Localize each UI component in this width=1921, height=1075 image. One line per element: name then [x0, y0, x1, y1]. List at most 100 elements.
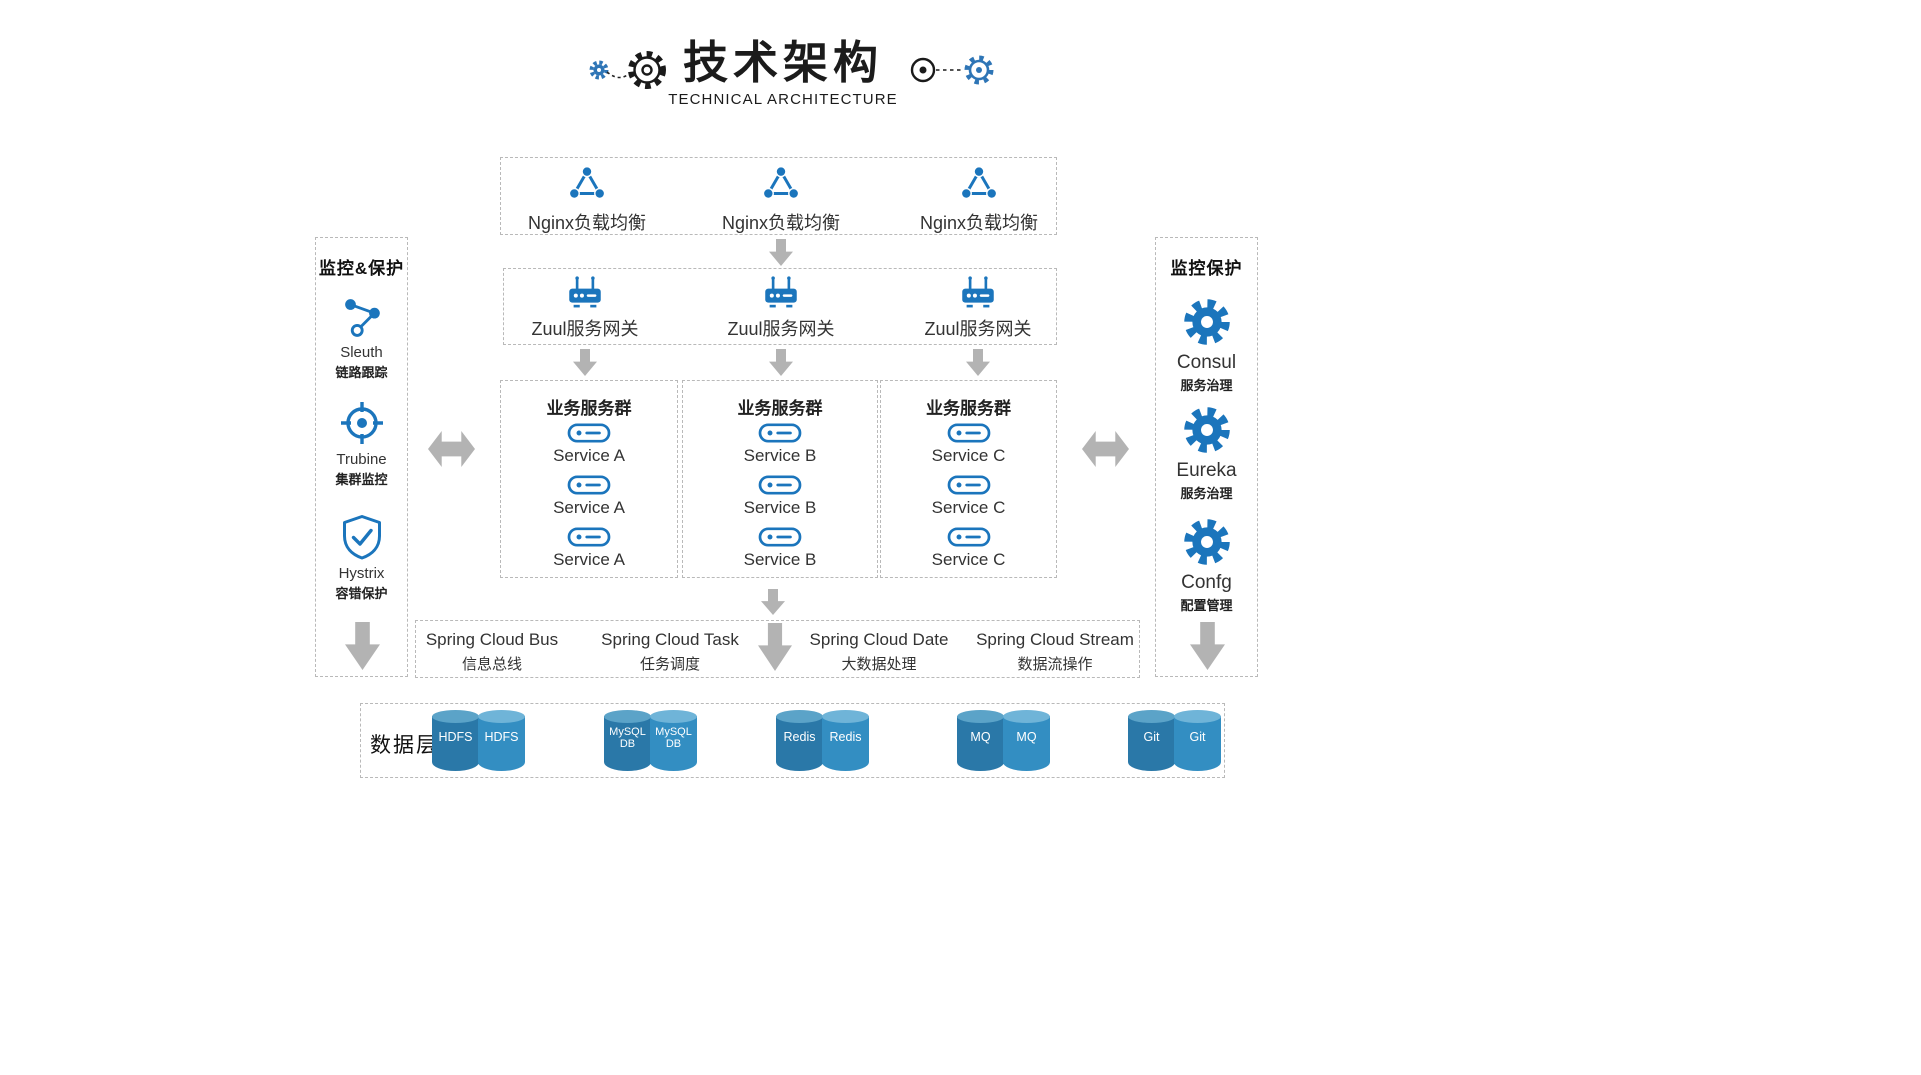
- gateway-router-icon: [760, 272, 802, 314]
- down-arrow-icon: [761, 589, 785, 615]
- monitoring-panel-left: 监控&保护 Sleuth 链路跟踪 Trubine 集群监控 Hystrix 容…: [315, 237, 408, 677]
- database-cylinder-mysql: MySQL DB: [604, 710, 651, 771]
- spring-item-name: Spring Cloud Task: [601, 630, 739, 649]
- nginx-label: Nginx负载均衡: [721, 213, 841, 233]
- database-label: Git: [1189, 730, 1206, 744]
- load-balancer-icon: [566, 162, 608, 204]
- service-item: Service B: [683, 475, 877, 518]
- server-icon: [947, 475, 991, 495]
- database-cylinder-git: Git: [1128, 710, 1175, 771]
- gateway-router-icon: [957, 272, 999, 314]
- database-cylinder-hdfs: HDFS: [478, 710, 525, 771]
- shield-check-icon: [338, 513, 386, 561]
- down-arrow-icon: [769, 349, 793, 376]
- left-panel-title: 监控&保护: [318, 259, 405, 278]
- database-label: HDFS: [438, 730, 473, 744]
- cylinder-shape: [604, 716, 651, 771]
- database-cylinder-mq: MQ: [957, 710, 1004, 771]
- server-icon: [758, 527, 802, 547]
- database-label: Redis: [783, 730, 816, 744]
- page-header: 技术架构 TECHNICAL ARCHITECTURE: [663, 38, 903, 108]
- service-group-title: 业务服务群: [737, 399, 823, 418]
- server-icon: [567, 527, 611, 547]
- service-group-box-a: 业务服务群 Service A Service A Service A: [500, 380, 678, 578]
- panel-item-name: Trubine: [336, 451, 387, 468]
- server-icon: [567, 423, 611, 443]
- service-label: Service C: [931, 498, 1006, 517]
- cylinder-top: [776, 710, 823, 723]
- cylinder-shape: [650, 716, 697, 771]
- panel-item-desc: 服务治理: [1180, 378, 1233, 393]
- database-label: MQ: [970, 730, 991, 744]
- monitoring-panel-right: 监控保护 Consul 服务治理 Eureka 服务治理 Confg 配置管理: [1155, 237, 1258, 677]
- nginx-label: Nginx负载均衡: [527, 213, 647, 233]
- service-item: Service C: [881, 527, 1056, 570]
- service-item: Service B: [683, 423, 877, 466]
- spring-item-name: Spring Cloud Bus: [425, 630, 559, 649]
- database-label: MQ: [1016, 730, 1037, 744]
- cylinder-shape: [776, 716, 823, 771]
- panel-item-name: Eureka: [1176, 460, 1237, 481]
- service-group-box-b: 业务服务群 Service B Service B Service B: [682, 380, 878, 578]
- spring-cloud-bus: Spring Cloud Bus 信息总线: [407, 630, 577, 674]
- page-title: 技术架构: [682, 37, 883, 88]
- service-item: Service A: [501, 527, 677, 570]
- zuul-label: Zuul服务网关: [924, 319, 1032, 339]
- server-icon: [947, 423, 991, 443]
- database-label: MySQL DB: [609, 726, 646, 751]
- server-icon: [758, 475, 802, 495]
- load-balancer-icon: [760, 162, 802, 204]
- down-arrow-icon: [573, 349, 597, 376]
- title-decoration-gears-left-icon: [589, 51, 666, 89]
- cylinder-shape: [432, 716, 479, 771]
- server-icon: [567, 475, 611, 495]
- right-panel-title: 监控保护: [1170, 259, 1243, 278]
- spring-item-desc: 信息总线: [461, 656, 522, 673]
- page-subtitle: TECHNICAL ARCHITECTURE: [668, 90, 898, 108]
- zuul-row-box: [503, 268, 1057, 345]
- service-label: Service B: [743, 446, 817, 465]
- cylinder-shape: [957, 716, 1004, 771]
- cylinder-top: [822, 710, 869, 723]
- database-cylinder-git: Git: [1174, 710, 1221, 771]
- panel-item-desc: 服务治理: [1180, 486, 1233, 501]
- service-label: Service A: [553, 498, 625, 517]
- nginx-row-box: [500, 157, 1057, 235]
- spring-item-desc: 任务调度: [639, 656, 700, 673]
- service-label: Service C: [931, 446, 1006, 465]
- confg-item: Confg 配置管理: [1156, 516, 1257, 614]
- service-label: Service C: [931, 550, 1006, 569]
- service-item: Service C: [881, 423, 1056, 466]
- data-layer-box: [360, 703, 1225, 778]
- database-label: HDFS: [484, 730, 519, 744]
- hystrix-item: Hystrix 容错保护: [316, 513, 407, 602]
- panel-item-name: Confg: [1181, 572, 1232, 593]
- trubine-item: Trubine 集群监控: [316, 399, 407, 488]
- database-cylinder-redis: Redis: [822, 710, 869, 771]
- down-arrow-icon: [966, 349, 990, 376]
- zuul-label: Zuul服务网关: [727, 319, 835, 339]
- service-group-box-c: 业务服务群 Service C Service C Service C: [880, 380, 1057, 578]
- cylinder-top: [478, 710, 525, 723]
- database-cylinder-mysql: MySQL DB: [650, 710, 697, 771]
- panel-item-desc: 链路跟踪: [335, 365, 388, 380]
- share-nodes-icon: [339, 294, 385, 340]
- zuul-node-3: Zuul服务网关: [898, 272, 1058, 341]
- cylinder-shape: [822, 716, 869, 771]
- service-item: Service B: [683, 527, 877, 570]
- spring-item-desc: 数据流操作: [1017, 656, 1093, 673]
- service-label: Service B: [743, 550, 817, 569]
- cylinder-shape: [1174, 716, 1221, 771]
- spring-cloud-task: Spring Cloud Task 任务调度: [585, 630, 755, 674]
- server-icon: [758, 423, 802, 443]
- eureka-item: Eureka 服务治理: [1156, 404, 1257, 502]
- database-cylinder-mq: MQ: [1003, 710, 1050, 771]
- left-right-arrow-icon: [1082, 431, 1129, 467]
- panel-item-desc: 容错保护: [335, 586, 388, 601]
- service-item: Service C: [881, 475, 1056, 518]
- nginx-node-3: Nginx负载均衡: [899, 162, 1059, 235]
- server-icon: [947, 527, 991, 547]
- database-cylinder-redis: Redis: [776, 710, 823, 771]
- database-cylinder-hdfs: HDFS: [432, 710, 479, 771]
